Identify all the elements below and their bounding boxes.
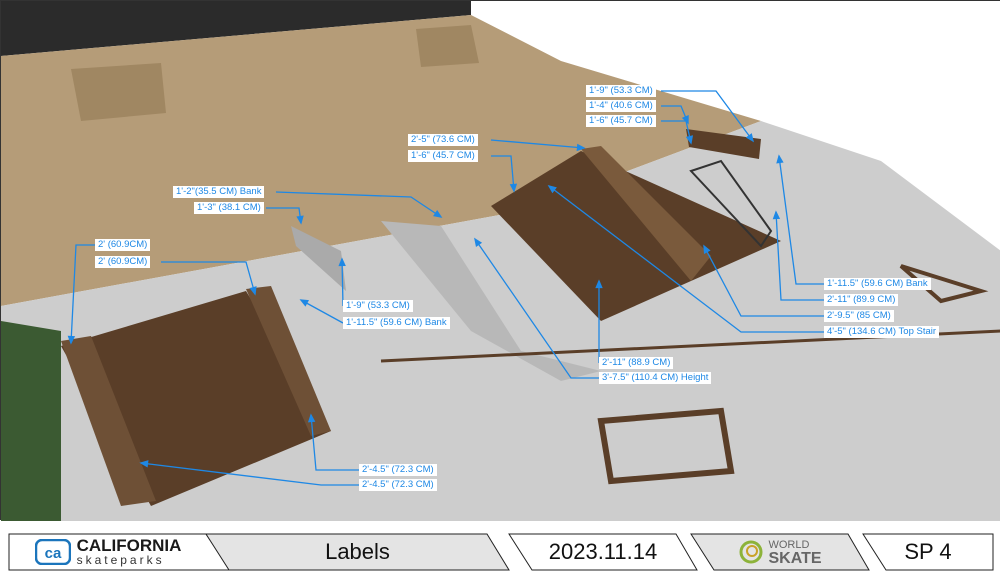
arrowhead-icon	[595, 279, 603, 289]
arrowhead-icon	[296, 215, 304, 225]
world-skate-logo-icon	[739, 540, 763, 564]
main-stairs	[491, 151, 781, 321]
sheet-number: SP 4	[904, 539, 952, 564]
deck-surface	[1, 15, 761, 306]
partner-bottom: SKATE	[768, 550, 822, 567]
leader-line	[341, 258, 344, 307]
leader-lines	[67, 90, 824, 486]
leader-line	[778, 155, 824, 285]
dimension-label: 1'-4" (40.6 CM)	[586, 100, 656, 112]
arrowhead-icon	[745, 133, 754, 143]
section-segment: Labels	[205, 533, 510, 571]
dimension-label: 1'-11.5" (59.6 CM) Bank	[343, 317, 450, 329]
leader-line	[703, 245, 824, 317]
dimension-label: 1'-9" (53.3 CM)	[343, 300, 413, 312]
leader-line	[300, 299, 344, 324]
leader-line	[775, 211, 824, 301]
brand-sub: skateparks	[76, 553, 165, 567]
dimension-label: 2' (60.9CM)	[95, 239, 151, 251]
partner-top: WORLD	[768, 539, 810, 551]
dimension-label: 2'-5" (73.6 CM)	[408, 134, 478, 146]
arrowhead-icon	[509, 183, 518, 193]
arrowhead-icon	[703, 244, 711, 255]
dimension-label: 2'-11" (88.9 CM)	[599, 357, 674, 369]
dimension-label: 1'-6" (45.7 CM)	[408, 150, 478, 162]
dimension-label: 1'-2"(35.5 CM) Bank	[173, 186, 265, 198]
arrowhead-icon	[547, 184, 557, 194]
leader-line	[490, 139, 585, 149]
leader-line	[548, 185, 824, 333]
arrowhead-icon	[474, 237, 483, 247]
leader-line	[275, 191, 442, 218]
arrowhead-icon	[576, 143, 586, 152]
svg-text:ca: ca	[44, 545, 61, 562]
arrowhead-icon	[772, 210, 781, 220]
leader-line	[474, 238, 599, 379]
leader-line	[661, 90, 754, 142]
render-svg	[1, 1, 1000, 521]
arrowhead-icon	[685, 135, 694, 145]
dimension-label: 1'-3" (38.1 CM)	[194, 202, 264, 214]
leader-line	[661, 120, 692, 144]
dimension-label: 1'-6" (45.7 CM)	[586, 115, 656, 127]
arrowhead-icon	[776, 154, 784, 164]
arrowhead-icon	[299, 299, 310, 307]
dimension-label: 2'-9.5" (85 CM)	[824, 310, 894, 322]
dimension-label: 3'-7.5" (110.4 CM) Height	[599, 372, 712, 384]
arrowhead-icon	[307, 413, 316, 423]
sheet-segment: SP 4	[862, 533, 994, 571]
leader-line	[491, 155, 515, 192]
arrowhead-icon	[338, 257, 346, 267]
arrowhead-icon	[433, 209, 443, 218]
dimension-label: 4'-5" (134.6 CM) Top Stair	[824, 326, 940, 338]
arrowhead-icon	[67, 335, 76, 345]
dimension-label: 1'-11.5" (59.6 CM) Bank	[824, 278, 931, 290]
leader-line	[310, 414, 359, 471]
leader-line	[161, 261, 256, 295]
date-segment: 2023.11.14	[508, 533, 698, 571]
arrowhead-icon	[139, 460, 149, 468]
leader-line	[70, 244, 95, 344]
leader-line	[140, 462, 359, 486]
arrowhead-icon	[249, 286, 257, 296]
california-skateparks-logo-icon: ca	[34, 539, 71, 565]
dimension-label: 2' (60.9CM)	[95, 256, 151, 268]
dimension-label: 1'-9" (53.3 CM)	[586, 85, 656, 97]
date: 2023.11.14	[548, 539, 658, 564]
dimension-label: 2'-11" (89.9 CM)	[824, 294, 899, 306]
section-title: Labels	[325, 539, 390, 564]
skatepark-render: 1'-9" (53.3 CM) 1'-4" (40.6 CM) 1'-6" (45.…	[0, 0, 1000, 521]
brand-main: CALIFORNIA	[76, 536, 182, 555]
dimension-label: 2'-4.5" (72.3 CM)	[359, 479, 437, 491]
dimension-label: 2'-4.5" (72.3 CM)	[359, 464, 437, 476]
back-wall	[1, 1, 471, 56]
